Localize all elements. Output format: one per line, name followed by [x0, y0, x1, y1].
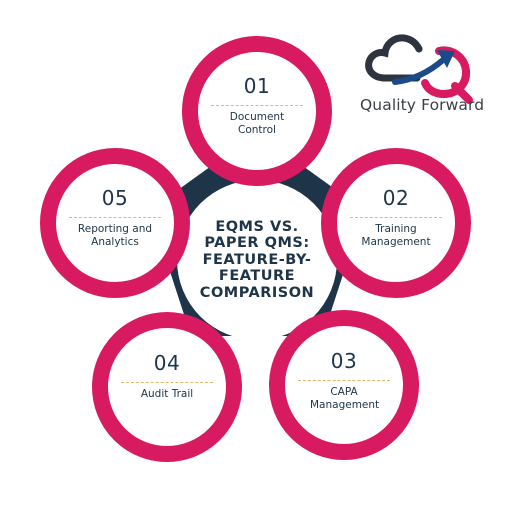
feature-number: 04	[153, 351, 181, 375]
feature-label: Document Control	[229, 111, 285, 136]
feature-label: Reporting and Analytics	[77, 223, 153, 248]
feature-node-01: 01 Document Control	[197, 62, 317, 182]
ring-01	[182, 36, 332, 186]
divider	[350, 217, 442, 218]
divider	[211, 105, 303, 106]
feature-node-02: 02 Training Management	[336, 174, 456, 294]
ring-04	[92, 312, 242, 462]
cloud-icon	[365, 34, 423, 82]
feature-node-03: 03 CAPA Management	[284, 337, 404, 457]
feature-number: 02	[382, 186, 410, 210]
feature-number: 05	[101, 186, 129, 210]
divider	[298, 380, 390, 381]
feature-label: Audit Trail	[140, 388, 194, 400]
quality-forward-logo	[365, 34, 473, 104]
feature-number: 01	[243, 74, 271, 98]
feature-node-04: 04 Audit Trail	[107, 339, 227, 459]
arrow-icon	[392, 57, 446, 85]
feature-node-05: 05 Reporting and Analytics	[55, 174, 175, 294]
divider	[69, 217, 161, 218]
ring-05	[40, 148, 190, 298]
divider	[121, 382, 213, 383]
feature-number: 03	[330, 349, 358, 373]
diagram-title: EQMS VS. PAPER QMS: FEATURE-BY-FEATURE C…	[199, 218, 315, 301]
ring-02	[321, 148, 471, 298]
ring-03	[269, 310, 419, 460]
feature-label: CAPA Management	[310, 386, 380, 411]
feature-label: Training Management	[361, 223, 431, 248]
center-circle	[177, 180, 337, 340]
logo-text: Quality Forward	[360, 96, 485, 114]
